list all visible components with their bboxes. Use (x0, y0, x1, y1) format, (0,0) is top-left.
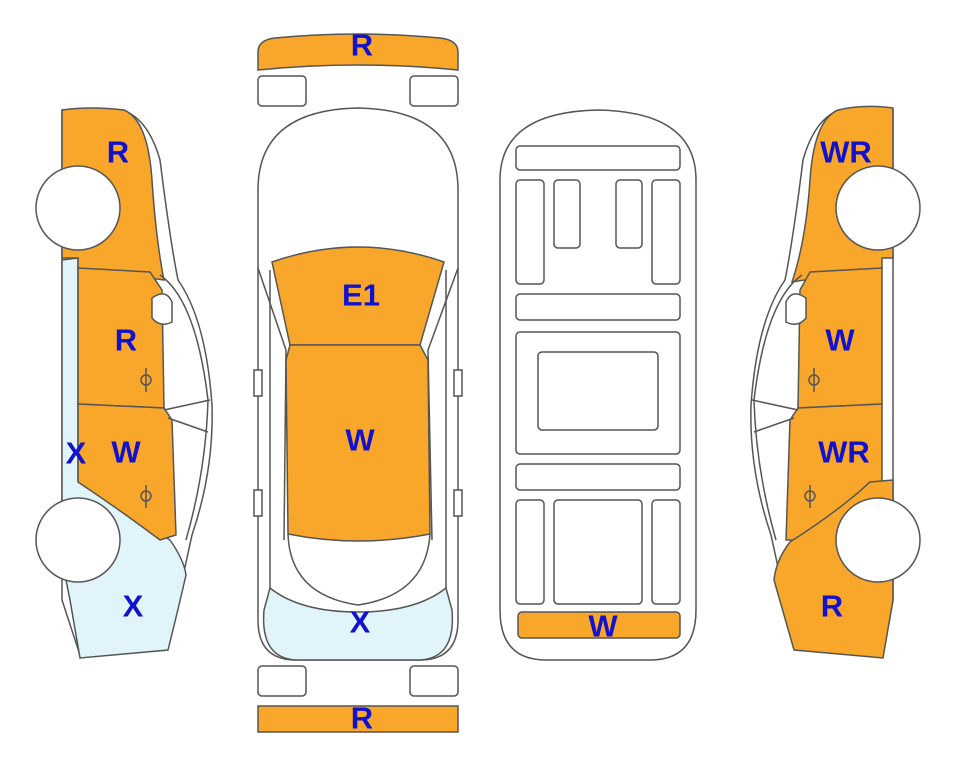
left-pillar-line-2 (167, 417, 209, 433)
right-rear-door-label: WR (818, 435, 870, 470)
underbody-rear-crossmember (515, 463, 681, 491)
rear-right-light (409, 665, 459, 697)
rear-left-light (257, 665, 307, 697)
right-rear-wheel (835, 497, 921, 583)
underbody-rear-panel[interactable] (517, 611, 681, 639)
underbody-rear-center (553, 499, 643, 605)
top-left-mirror (253, 369, 263, 397)
top-body-outline (257, 107, 459, 661)
right-front-wheel (835, 165, 921, 251)
trunk-panel[interactable] (262, 586, 454, 661)
underbody-front-crossmember (515, 145, 681, 171)
top-right-mirror (453, 369, 463, 397)
front-bumper-panel[interactable] (257, 33, 459, 71)
right-side-view: WR W WR R (750, 105, 921, 659)
top-view: R E1 W X R (253, 28, 463, 736)
left-front-door-panel[interactable] (77, 267, 165, 409)
left-rear-quarter-label: X (123, 589, 144, 624)
underbody-mid-crossmember (515, 293, 681, 321)
right-front-door-label: W (825, 323, 855, 358)
top-left-mirror-2 (253, 489, 263, 517)
underbody-rear-left-rail (515, 499, 545, 605)
left-front-door-label: R (115, 323, 137, 358)
right-rear-quarter-label: R (821, 589, 843, 624)
right-front-door-panel[interactable] (797, 267, 883, 409)
left-front-door-handle-knob (140, 374, 152, 386)
right-a-pillar (427, 267, 459, 541)
left-front-wheel (35, 165, 121, 251)
left-pillar-line (163, 399, 211, 411)
top-right-mirror-2 (453, 489, 463, 517)
right-front-door-handle-knob (808, 374, 820, 386)
front-left-light (257, 75, 307, 107)
rear-window (287, 533, 431, 606)
front-bumper-label: R (351, 28, 373, 63)
right-pillar-line-2 (753, 417, 795, 433)
underbody-front-left-rail (515, 179, 545, 285)
left-rear-door-handle-knob (140, 490, 152, 502)
underbody-front-left-inner (553, 179, 581, 249)
left-side-view: R R W X X (35, 107, 213, 659)
front-right-light (409, 75, 459, 107)
left-rear-door-panel[interactable] (77, 403, 177, 541)
underbody-rear-right-rail (651, 499, 681, 605)
rear-bumper-label: R (351, 701, 373, 736)
left-mirror (151, 293, 173, 325)
left-front-fender-label: R (107, 135, 129, 170)
underbody-rear-label: W (588, 609, 618, 644)
right-front-fender-label: WR (820, 135, 872, 170)
underbody-outline (499, 109, 697, 661)
left-rear-door-label: W (111, 435, 141, 470)
trunk-label: X (350, 605, 371, 640)
underbody-front-right-inner (615, 179, 643, 249)
hood-label: E1 (342, 278, 380, 313)
hood-panel[interactable] (271, 246, 445, 346)
roof-label: W (345, 423, 375, 458)
rear-bumper-panel[interactable] (257, 705, 459, 733)
underbody-floor-inner (537, 351, 659, 431)
right-rear-door-handle-knob (804, 490, 816, 502)
left-rocker-label: X (66, 436, 87, 471)
left-rear-wheel (35, 497, 121, 583)
right-pillar-line (751, 399, 799, 411)
underbody-view: W (499, 109, 697, 661)
underbody-front-right-rail (651, 179, 681, 285)
right-mirror (785, 293, 807, 325)
left-a-pillar (257, 267, 287, 541)
